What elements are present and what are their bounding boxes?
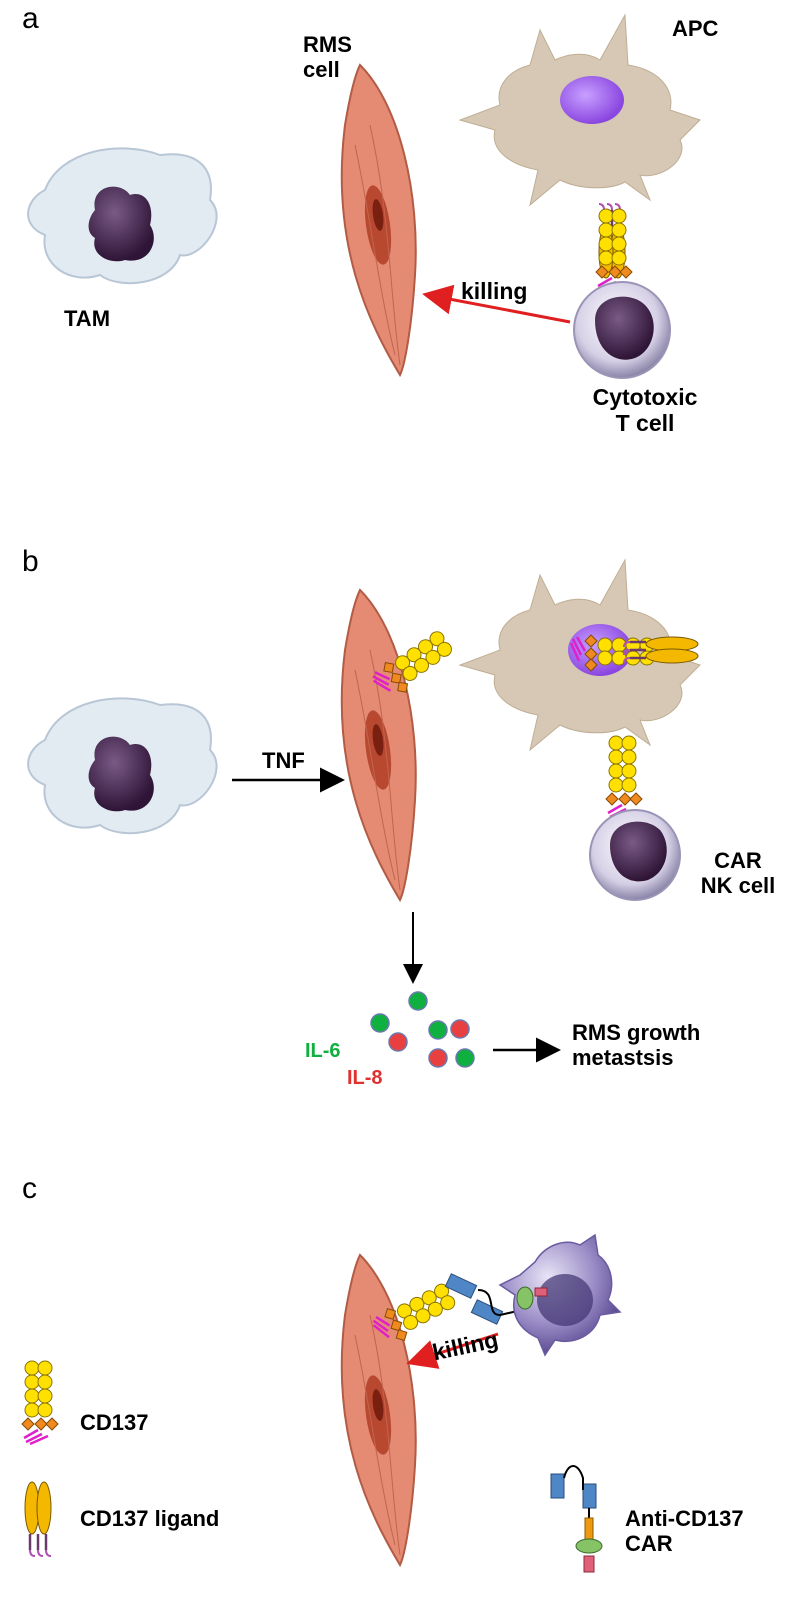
rms-cell-label: RMS cell xyxy=(303,32,352,83)
car-hinge-c xyxy=(516,1286,534,1310)
cytotoxic-t-cell-label: Cytotoxic T cell xyxy=(592,384,698,437)
tam-label: TAM xyxy=(64,306,111,331)
car-nk-cell xyxy=(589,809,681,901)
legend-ligand-icon xyxy=(23,1480,53,1558)
killing-arrow-c xyxy=(406,1332,499,1369)
apc-label: APC xyxy=(672,16,719,41)
rms-cell-b xyxy=(340,589,417,901)
tam-cell xyxy=(27,147,218,285)
rms-cell-a xyxy=(340,64,417,376)
outcome-label: RMS growth metastsis xyxy=(572,1020,701,1071)
rms-cell-c xyxy=(340,1254,417,1566)
killing-arrow-a xyxy=(422,284,571,324)
tnf-label: TNF xyxy=(262,748,305,773)
panel-c xyxy=(20,1233,622,1573)
panel-b xyxy=(27,558,701,1068)
car-nk-cell-c xyxy=(498,1233,622,1357)
car-nk-cell-label: CAR NK cell xyxy=(700,848,776,899)
legend-car-icon xyxy=(550,1465,603,1573)
legend-cd137-icon xyxy=(20,1359,60,1446)
il8-label: IL-8 xyxy=(347,1067,383,1089)
killing-label-a: killing xyxy=(461,278,528,304)
cytokines xyxy=(370,991,475,1068)
apc-cell xyxy=(458,13,701,207)
legend-car-label: Anti-CD137 CAR xyxy=(625,1506,744,1557)
panel-letter-b: b xyxy=(22,545,39,578)
legend-cd137-label: CD137 xyxy=(80,1410,149,1435)
legend-ligand-label: CD137 ligand xyxy=(80,1506,220,1531)
car-signal-c xyxy=(534,1287,548,1297)
il6-label: IL-6 xyxy=(305,1040,341,1062)
tam-cell-b xyxy=(27,697,218,835)
cytotoxic-t-cell xyxy=(573,281,671,379)
panel-a xyxy=(27,13,701,379)
panel-letter-a: a xyxy=(22,2,39,35)
panel-letter-c: c xyxy=(22,1172,37,1205)
